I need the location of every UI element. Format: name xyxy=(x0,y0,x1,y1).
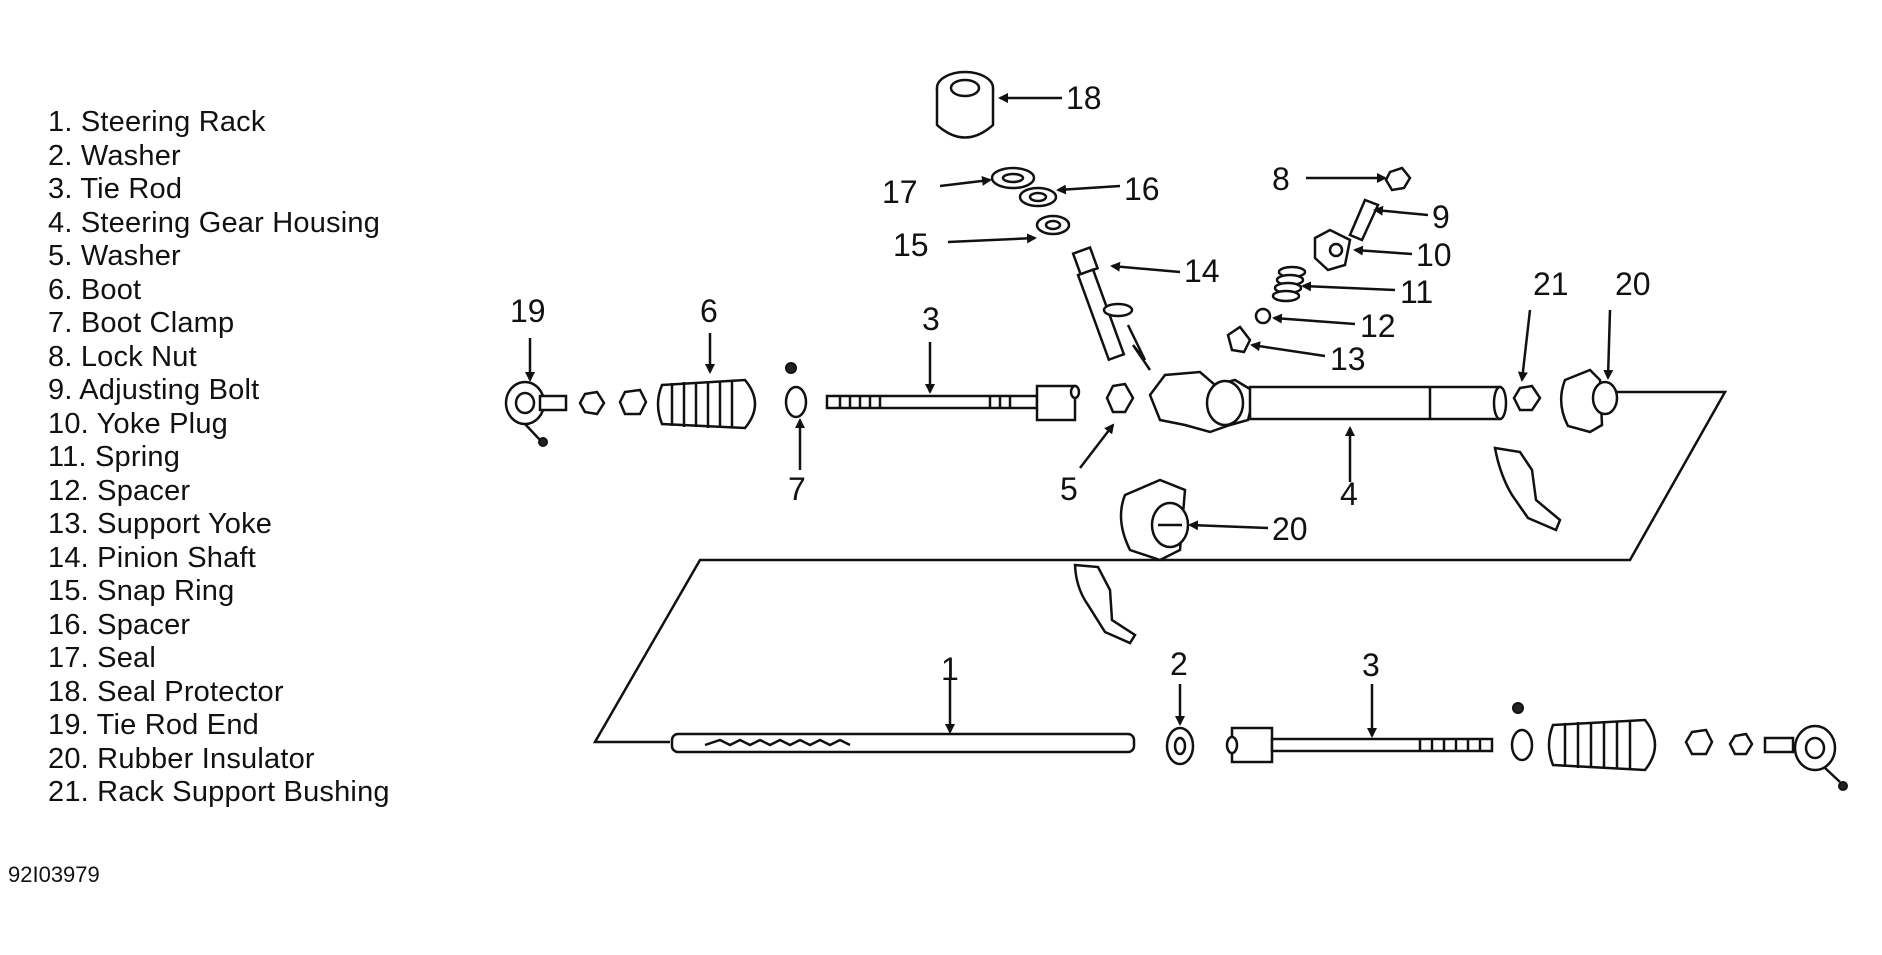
callout-3-lower: 3 xyxy=(1362,647,1380,683)
callout-10: 10 xyxy=(1416,237,1452,273)
callout-17: 17 xyxy=(882,174,918,210)
legend-item-washer-5: 5. Washer xyxy=(48,240,181,272)
callout-13: 13 xyxy=(1330,341,1366,377)
callout-20-right: 20 xyxy=(1615,266,1651,302)
callout-arrows xyxy=(525,93,1614,738)
callout-19: 19 xyxy=(510,293,546,329)
legend-item-snap-ring: 15. Snap Ring xyxy=(48,575,235,607)
tie-rod-lower xyxy=(1225,726,1494,764)
assembly-connection-line xyxy=(592,390,1728,744)
pinion-shaft xyxy=(1071,245,1152,371)
seal xyxy=(990,166,1036,190)
callout-6: 6 xyxy=(700,293,718,329)
callout-18: 18 xyxy=(1066,80,1102,116)
boot-clamp-lower xyxy=(1510,702,1534,762)
snap-ring xyxy=(1035,214,1071,236)
spring xyxy=(1271,265,1307,303)
legend-item-boot-clamp: 7. Boot Clamp xyxy=(48,307,235,339)
lock-nut xyxy=(1384,166,1412,192)
rack-support-bushing xyxy=(1512,384,1542,412)
steering-rack xyxy=(670,732,1136,754)
legend-item-pinion-shaft: 14. Pinion Shaft xyxy=(48,541,256,574)
legend-item-tie-rod: 3. Tie Rod xyxy=(48,173,183,205)
legend-item-spring: 11. Spring xyxy=(48,441,181,473)
parts-legend: 1. Steering Rack 2. Washer 3. Tie Rod 4.… xyxy=(48,106,390,810)
yoke-plug xyxy=(1313,228,1352,272)
callout-12: 12 xyxy=(1360,308,1396,344)
callout-9: 9 xyxy=(1432,199,1450,235)
nut-lower-right xyxy=(1684,728,1754,756)
legend-item-rubber-insulator: 20. Rubber Insulator xyxy=(48,742,315,775)
legend-item-rack-support-bushing: 21. Rack Support Bushing xyxy=(48,776,390,808)
mounting-bracket-left xyxy=(1073,563,1137,645)
legend-item-steering-gear-housing: 4. Steering Gear Housing xyxy=(48,206,381,239)
spacer-16 xyxy=(1018,186,1058,208)
tie-rod-end-lower xyxy=(1763,724,1848,791)
legend-item-spacer: 12. Spacer xyxy=(48,474,191,507)
callout-4: 4 xyxy=(1340,476,1358,512)
nut-upper-left xyxy=(578,388,648,416)
callout-16: 16 xyxy=(1124,171,1160,207)
callout-5: 5 xyxy=(1060,471,1078,507)
legend-item-yoke-plug: 10. Yoke Plug xyxy=(48,407,228,440)
rubber-insulator-right xyxy=(1559,368,1619,434)
callout-14: 14 xyxy=(1184,253,1220,289)
callout-1: 1 xyxy=(941,651,959,687)
callout-3-upper: 3 xyxy=(922,301,940,337)
adjusting-bolt xyxy=(1348,198,1380,242)
washer-lower xyxy=(1165,726,1195,766)
legend-item-spacer-16: 16. Spacer xyxy=(48,608,191,641)
legend-item-seal: 17. Seal xyxy=(48,642,157,674)
tie-rod-upper xyxy=(825,384,1081,422)
legend-item-washer: 2. Washer xyxy=(48,139,181,172)
callout-20-center: 20 xyxy=(1272,511,1308,547)
legend-item-steering-rack: 1. Steering Rack xyxy=(48,106,266,138)
legend-item-boot: 6. Boot xyxy=(48,273,142,306)
steering-gear-housing xyxy=(1148,370,1508,434)
legend-item-seal-protector: 18. Seal Protector xyxy=(48,675,284,708)
callout-15: 15 xyxy=(893,227,929,263)
callout-2: 2 xyxy=(1170,646,1188,682)
spacer-12 xyxy=(1254,307,1272,325)
rubber-insulator-center xyxy=(1119,478,1190,562)
callout-21: 21 xyxy=(1533,266,1569,302)
legend-item-lock-nut: 8. Lock Nut xyxy=(48,340,197,373)
legend-item-support-yoke: 13. Support Yoke xyxy=(48,508,273,540)
legend-item-adjusting-bolt: 9. Adjusting Bolt xyxy=(48,374,260,406)
callout-8: 8 xyxy=(1272,161,1290,197)
tie-rod-end-upper xyxy=(504,380,568,447)
callout-7: 7 xyxy=(788,471,806,507)
mounting-bracket-right xyxy=(1493,446,1562,532)
boot-clamp-upper xyxy=(784,362,808,419)
seal-protector xyxy=(935,70,995,139)
callout-11: 11 xyxy=(1400,274,1433,310)
boot-upper xyxy=(656,378,757,430)
washer-upper xyxy=(1105,382,1135,414)
boot-lower xyxy=(1547,718,1657,772)
legend-item-tie-rod-end: 19. Tie Rod End xyxy=(48,709,259,741)
support-yoke xyxy=(1226,325,1252,354)
figure-code: 92I03979 xyxy=(8,862,100,887)
